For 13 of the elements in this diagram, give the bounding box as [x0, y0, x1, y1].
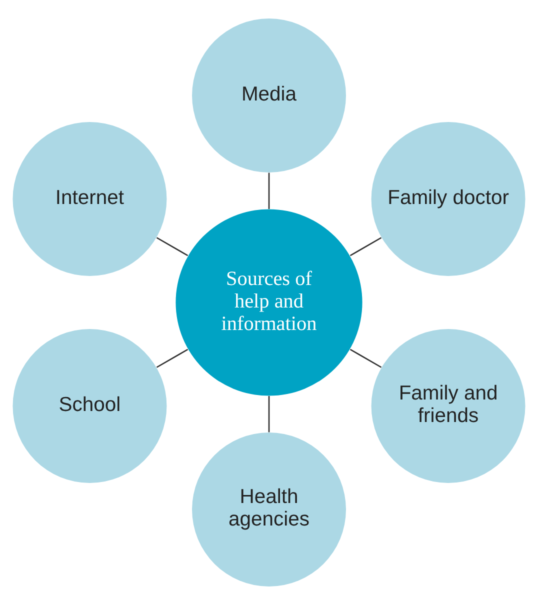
connector	[268, 172, 270, 208]
connector	[156, 348, 188, 368]
node-circle: Media	[192, 18, 346, 172]
node-circle: Health agencies	[192, 432, 346, 586]
node-circle: Family and friends	[371, 328, 526, 482]
connector	[350, 236, 382, 256]
connector	[350, 348, 382, 368]
node-circle: Sources of help and information	[176, 208, 362, 396]
connector	[156, 236, 188, 256]
connector	[268, 396, 270, 432]
node-circle: Internet	[12, 122, 167, 276]
node-circle: School	[12, 328, 167, 482]
node-circle: Family doctor	[371, 122, 526, 276]
